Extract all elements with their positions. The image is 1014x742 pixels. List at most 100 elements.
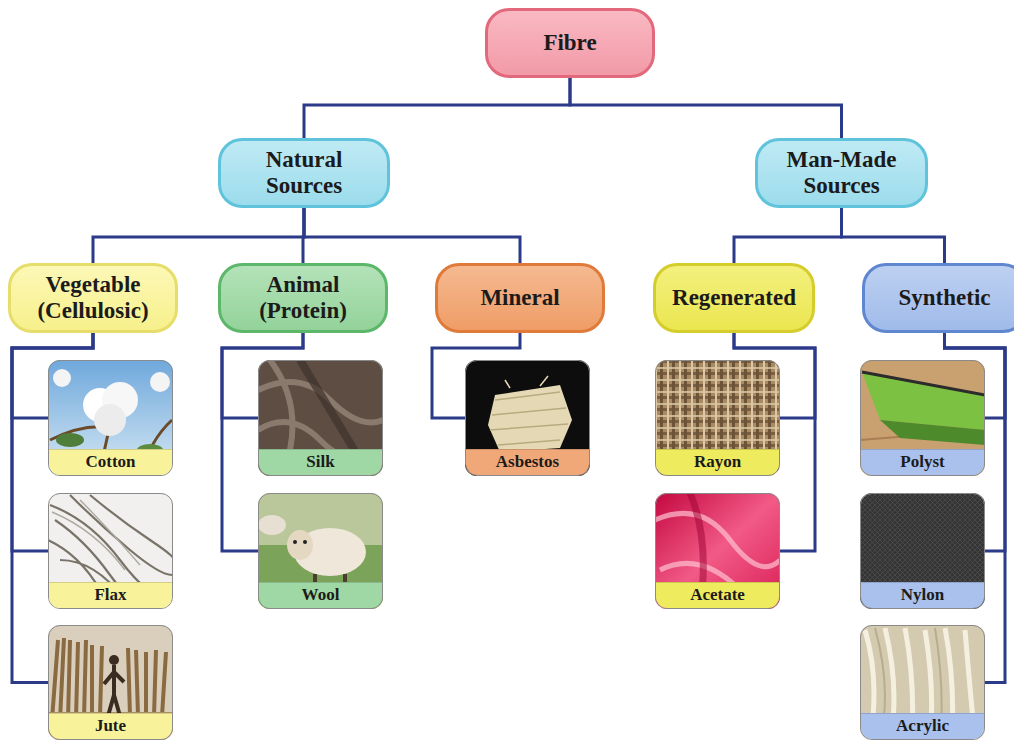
label-strip: Nylon — [861, 582, 984, 608]
flax-picture — [48, 493, 173, 609]
fibre-name: Acetate — [690, 586, 745, 605]
flax-picture — [48, 495, 173, 609]
acrylic-picture — [860, 625, 985, 740]
label-strip: Polyst — [861, 449, 984, 475]
fibre-card: Silk — [258, 360, 383, 476]
fibre-card: Acrylic — [860, 625, 985, 740]
acetate-picture — [655, 513, 780, 590]
jute-picture — [52, 638, 166, 720]
asbestos-picture — [490, 392, 568, 445]
fibre-name: Asbestos — [496, 453, 559, 472]
tree-connector — [734, 333, 815, 551]
fibre-card: Wool — [258, 493, 383, 609]
silk-picture — [258, 360, 383, 476]
acetate-picture — [655, 493, 780, 609]
node-label: Synthetic — [899, 285, 991, 311]
fibre-card: Flax — [48, 493, 173, 609]
fibre-card: Polyst — [860, 360, 985, 476]
fibre-card: Asbestos — [465, 360, 590, 476]
node-label: Fibre — [543, 30, 596, 56]
label-strip: Jute — [49, 713, 172, 739]
tree-connector — [570, 78, 842, 138]
acetate-picture — [655, 493, 780, 609]
label-strip: Acetate — [656, 582, 779, 608]
polyester-picture — [860, 360, 985, 476]
label-strip: Flax — [49, 582, 172, 608]
category-box: Synthetic — [862, 263, 1014, 333]
tree-connector — [842, 208, 945, 263]
tree-connector — [12, 333, 93, 418]
node-label: Mineral — [480, 285, 559, 311]
asbestos-picture — [465, 360, 590, 476]
cotton-picture — [56, 433, 84, 447]
jute-picture — [109, 655, 119, 665]
label-strip: Asbestos — [466, 449, 589, 475]
nylon-picture — [860, 493, 985, 609]
root-box: Fibre — [485, 8, 655, 78]
jute-picture — [48, 712, 173, 740]
label-strip: Rayon — [656, 449, 779, 475]
asbestos-picture — [505, 376, 548, 388]
fibre-card: Rayon — [655, 360, 780, 476]
cotton-picture — [150, 372, 170, 392]
category-box: Animal (Protein) — [218, 263, 388, 333]
fibre-card: Cotton — [48, 360, 173, 476]
tree-connector — [304, 78, 570, 138]
label-strip: Silk — [259, 449, 382, 475]
fibre-card: Nylon — [860, 493, 985, 609]
tree-connector — [304, 208, 520, 263]
wool-picture — [258, 515, 286, 535]
label-strip: Acrylic — [861, 713, 984, 739]
tree-connector — [222, 333, 303, 551]
fibre-card: Jute — [48, 625, 173, 740]
jute-picture — [48, 625, 173, 740]
cotton-picture — [48, 360, 173, 476]
tree-connector — [432, 333, 520, 418]
category-box: Mineral — [435, 263, 605, 333]
fibre-name: Acrylic — [896, 717, 949, 736]
wool-picture — [258, 493, 383, 609]
fibre-name: Nylon — [901, 586, 944, 605]
source-box: Man-Made Sources — [755, 138, 928, 208]
label-strip: Wool — [259, 582, 382, 608]
asbestos-picture — [488, 385, 572, 452]
polyester-picture — [862, 372, 985, 430]
tree-connector — [222, 333, 303, 418]
category-box: Regenerated — [653, 263, 815, 333]
jute-picture — [104, 665, 124, 716]
fibre-card: Acetate — [655, 493, 780, 609]
tree-connector — [93, 208, 304, 263]
wool-picture — [287, 530, 313, 560]
wool-picture — [303, 540, 307, 544]
fibre-name: Wool — [302, 586, 340, 605]
polyester-picture — [860, 360, 985, 476]
node-label: Man-Made Sources — [782, 147, 901, 199]
cotton-picture — [48, 360, 173, 476]
category-box: Vegetable (Cellulosic) — [8, 263, 178, 333]
asbestos-picture — [465, 360, 590, 476]
node-label: Vegetable (Cellulosic) — [35, 272, 151, 324]
fibre-name: Polyst — [900, 453, 944, 472]
flax-picture — [52, 500, 140, 570]
silk-picture — [258, 360, 383, 463]
tree-connector — [734, 333, 815, 418]
tree-connector — [734, 208, 842, 263]
acrylic-picture — [860, 625, 985, 740]
fibre-name: Rayon — [694, 453, 741, 472]
polyester-picture — [880, 420, 985, 445]
tree-connector — [12, 333, 93, 551]
tree-connector — [945, 333, 1006, 418]
rayon-picture — [655, 360, 780, 476]
cotton-picture — [53, 369, 71, 387]
wool-picture — [293, 540, 297, 544]
node-label: Natural Sources — [245, 147, 363, 199]
cotton-picture — [94, 404, 126, 436]
tree-connector — [945, 333, 1006, 683]
wool-picture — [258, 493, 383, 609]
node-label: Animal (Protein) — [245, 272, 361, 324]
fibre-name: Silk — [306, 453, 334, 472]
nylon-picture — [860, 493, 985, 609]
